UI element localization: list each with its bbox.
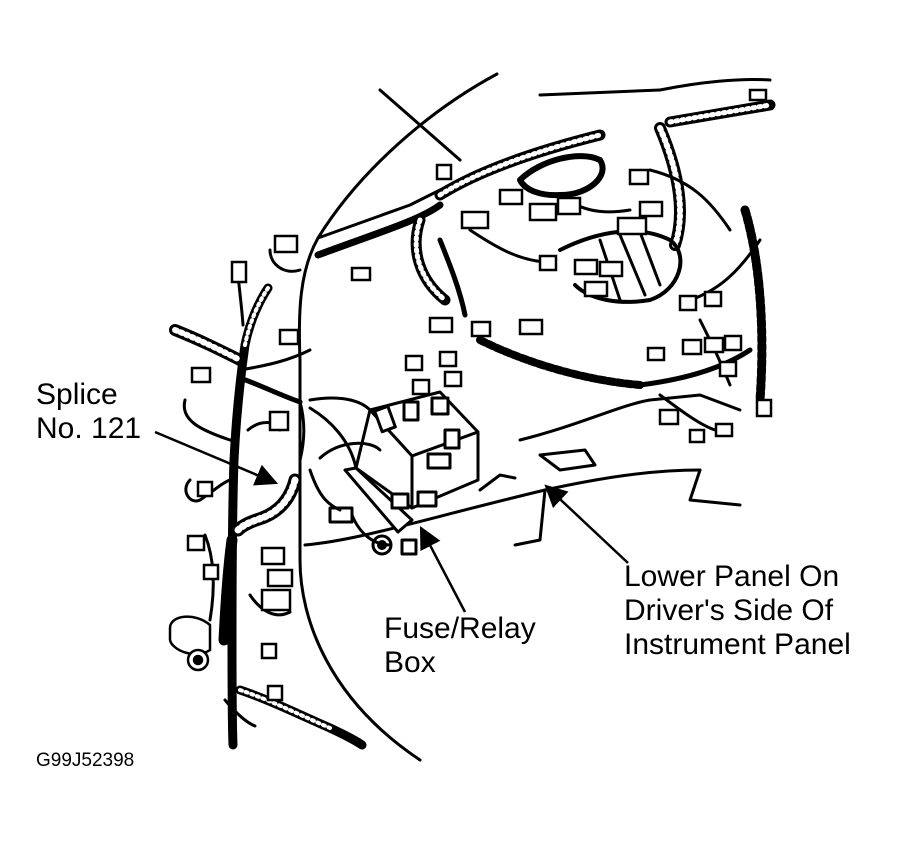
left-harness <box>169 248 367 750</box>
lower-panel-leader-arrow <box>544 484 629 564</box>
figure-code: G99J52398 <box>36 750 135 771</box>
lower-panel-label-line-3: Instrument Panel <box>624 628 851 661</box>
lower-panel-label: Lower Panel On Driver's Side Of Instrume… <box>624 560 851 662</box>
fuse-box-wiring <box>308 396 392 547</box>
lower-panel-label-line-2: Driver's Side Of <box>624 594 834 627</box>
fuse-relay-box <box>328 390 480 556</box>
fuse-box-label-line-2: Box <box>384 646 436 679</box>
splice-label: Splice No. 121 <box>36 378 141 446</box>
splice-label-line-2: No. 121 <box>36 412 142 445</box>
fuse-box-label-line-1: Fuse/Relay <box>384 612 536 645</box>
dashboard-connectors <box>350 88 773 444</box>
splice-label-line-1: Splice <box>36 378 118 411</box>
fuse-relay-box-label: Fuse/Relay Box <box>384 612 536 680</box>
splice-leader-arrow <box>154 430 279 486</box>
vehicle-body-outline <box>297 72 772 762</box>
fuse-box-leader-arrow <box>419 526 467 613</box>
left-connectors <box>168 234 300 702</box>
dashboard-harness <box>314 99 776 432</box>
lower-panel-label-line-1: Lower Panel On <box>624 560 840 593</box>
callout-arrows <box>154 430 629 613</box>
